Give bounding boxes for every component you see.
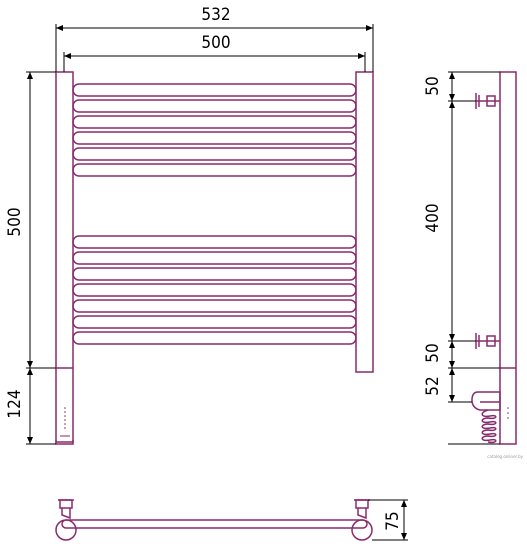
left-upright <box>55 71 74 443</box>
front-bar-upper-2 <box>72 99 357 113</box>
dim-side-extra: 52 <box>423 376 443 395</box>
dim-overall-width: 532 <box>201 5 230 25</box>
dim-side-bottom: 50 <box>423 343 443 362</box>
front-bar-lower-1 <box>72 235 357 249</box>
heater-indicator-dot <box>64 427 66 429</box>
top-view-rail <box>61 519 368 529</box>
top-view-left-mount <box>59 499 73 509</box>
side-indicator-dot <box>507 412 509 414</box>
left-upright-cap <box>55 440 74 445</box>
front-bar-lower-5 <box>72 299 357 313</box>
front-bar-lower-3 <box>72 267 357 281</box>
top-view-right-post <box>351 519 373 541</box>
dim-line-bottom-offset-arrow-bottom <box>27 437 33 444</box>
top-view-left-post <box>55 519 77 541</box>
right-upright <box>355 71 374 373</box>
front-bar-lower-7 <box>72 331 357 345</box>
heater-indicator-dot <box>64 423 66 425</box>
front-bar-upper-3 <box>72 115 357 129</box>
front-bar-lower-4 <box>72 283 357 297</box>
side-indicator-dot <box>507 417 509 419</box>
dim-depth: 75 <box>383 511 403 530</box>
side-bracket-bottom-block <box>486 335 496 347</box>
side-indicator-dot <box>507 407 509 409</box>
dim-line-side-middle-arrow-bottom <box>449 334 455 341</box>
front-bar-upper-6 <box>72 163 357 177</box>
front-bar-upper-1 <box>72 83 357 97</box>
side-power-cord-coil <box>481 409 497 444</box>
dim-line-height-arrow-bottom <box>27 361 33 368</box>
dim-line-side-middle-arrow-top <box>449 101 455 108</box>
front-bar-upper-4 <box>72 131 357 145</box>
front-bar-upper-5 <box>72 147 357 161</box>
front-bar-lower-6 <box>72 315 357 329</box>
dim-line-depth-arrow-top <box>401 500 407 507</box>
side-upright <box>499 71 517 445</box>
heater-indicator-dot <box>64 415 66 417</box>
dim-line-side-top-arrow-top <box>449 72 455 79</box>
dimension-lines <box>26 24 500 541</box>
front-bar-lower-2 <box>72 251 357 265</box>
dim-line-depth-arrow-bottom <box>401 533 407 540</box>
top-view-right-mount <box>355 499 369 509</box>
bottom-view <box>55 499 373 541</box>
dim-line-overall-width-arrow-left <box>56 25 63 31</box>
dim-line-bottom-offset-arrow-top <box>27 368 33 375</box>
dim-height: 500 <box>5 207 25 236</box>
dim-line-side-bottom-arrow-top <box>449 341 455 348</box>
dim-side-middle: 400 <box>423 203 443 232</box>
side-plug-housing <box>471 391 501 411</box>
dim-line-side-extra-arrow-bottom <box>449 395 455 402</box>
front-view <box>55 71 374 445</box>
side-bracket-top-block <box>486 95 496 107</box>
dim-bar-width: 500 <box>201 33 230 53</box>
top-view-right-mount-arm <box>357 508 367 520</box>
heater-indicator-dot <box>64 419 66 421</box>
top-view-left-mount-arm <box>61 508 71 520</box>
watermark-text: catalog.onliner.by <box>487 454 523 459</box>
dim-line-side-extra-arrow-top <box>449 368 455 375</box>
dim-line-overall-width-arrow-right <box>366 25 373 31</box>
dim-bottom-offset: 124 <box>5 389 25 418</box>
dim-line-height-arrow-top <box>27 72 33 79</box>
heater-indicator-dot <box>64 407 66 409</box>
heater-indicator-dot <box>64 411 66 413</box>
dim-line-bar-width-arrow-right <box>358 53 365 59</box>
dim-line-bar-width-arrow-left <box>64 53 71 59</box>
dim-side-top: 50 <box>423 76 443 95</box>
side-view <box>471 71 517 445</box>
dim-line-side-top-arrow-bottom <box>449 94 455 101</box>
dim-line-side-bottom-arrow-bottom <box>449 361 455 368</box>
